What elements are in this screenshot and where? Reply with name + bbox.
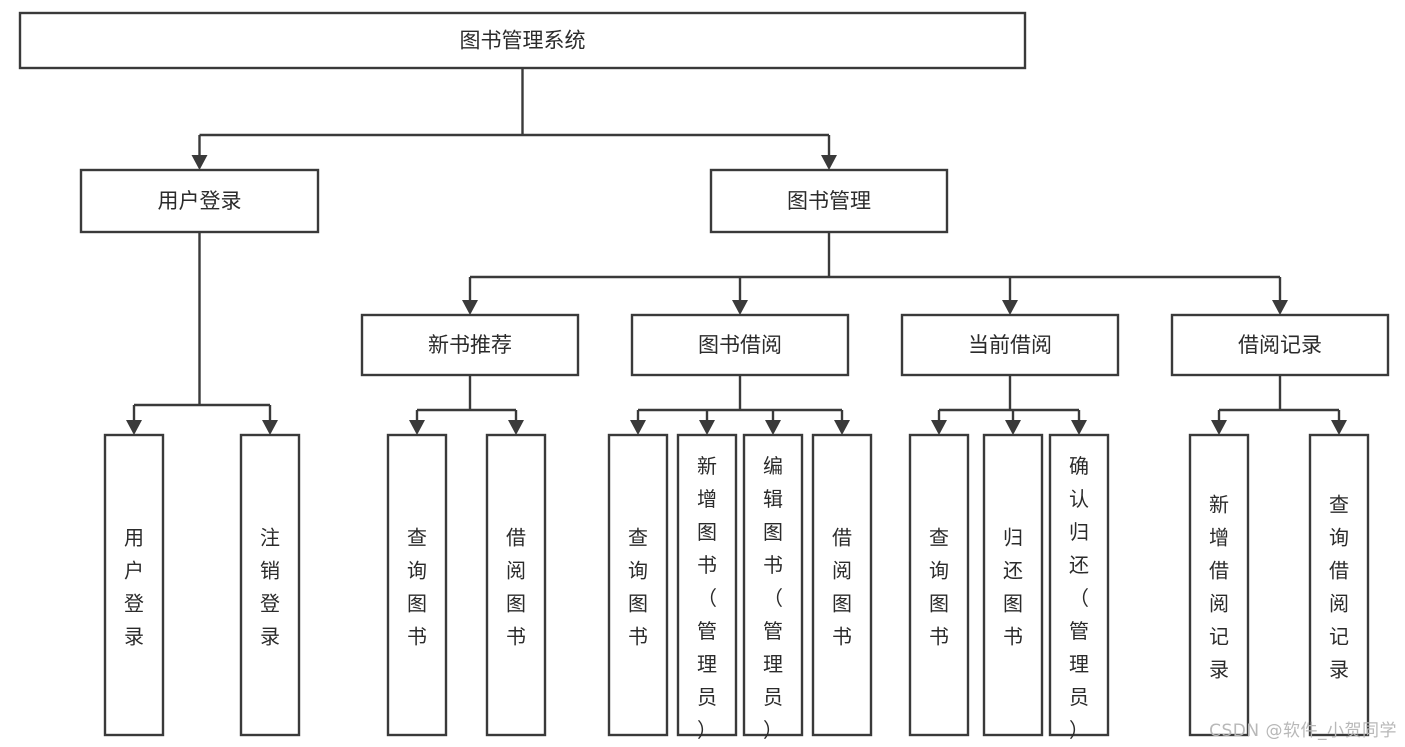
leaf-node-rect[interactable] <box>607 433 669 737</box>
arrow-head-icon <box>1272 300 1288 315</box>
arrow-head-icon <box>262 420 278 435</box>
leaf-node[interactable]: 查询图书 <box>607 433 669 737</box>
level3-node-label: 借阅记录 <box>1238 333 1322 357</box>
arrow-head-icon <box>1005 420 1021 435</box>
level2-node[interactable]: 用户登录 <box>79 168 320 234</box>
leaf-node[interactable]: 查询图书 <box>908 433 970 737</box>
leaf-node[interactable]: 查询图书 <box>386 433 448 737</box>
leaf-node-rect[interactable] <box>982 433 1044 737</box>
level3-node-label: 新书推荐 <box>428 333 512 357</box>
level3-node[interactable]: 借阅记录 <box>1170 313 1390 377</box>
connector-layer <box>126 68 1347 435</box>
leaf-node-label: 查询图书 <box>407 526 427 649</box>
level2-node-label: 用户登录 <box>158 189 242 213</box>
leaf-node[interactable]: 归还图书 <box>982 433 1044 737</box>
arrow-head-icon <box>821 155 837 170</box>
root-node-rect[interactable] <box>18 11 1027 70</box>
leaf-node[interactable]: 新增图书（管理员） <box>676 433 738 742</box>
leaf-node[interactable]: 借阅图书 <box>811 433 873 737</box>
leaf-node-label: 查询图书 <box>929 526 949 649</box>
leaf-node[interactable]: 注销登录 <box>239 433 301 737</box>
node-layer: 图书管理系统用户登录图书管理新书推荐图书借阅当前借阅借阅记录用户登录注销登录查询… <box>18 11 1390 742</box>
arrow-head-icon <box>508 420 524 435</box>
arrow-head-icon <box>1002 300 1018 315</box>
arrow-head-icon <box>1331 420 1347 435</box>
leaf-node-label: 借阅图书 <box>832 526 852 649</box>
root-node[interactable]: 图书管理系统 <box>18 11 1027 70</box>
leaf-node-label: 查询图书 <box>628 526 648 649</box>
level2-node[interactable]: 图书管理 <box>709 168 949 234</box>
level2-node-rect[interactable] <box>709 168 949 234</box>
leaf-node-label: 编辑图书（管理员） <box>763 454 783 742</box>
level3-node-label: 图书借阅 <box>698 333 782 357</box>
leaf-node-rect[interactable] <box>239 433 301 737</box>
leaf-node-label: 确认归还（管理员） <box>1069 454 1089 742</box>
arrow-head-icon <box>1211 420 1227 435</box>
arrow-head-icon <box>765 420 781 435</box>
leaf-node-label: 注销登录 <box>260 526 280 649</box>
leaf-node-rect[interactable] <box>908 433 970 737</box>
level3-node-label: 当前借阅 <box>968 333 1052 357</box>
leaf-node-rect[interactable] <box>485 433 547 737</box>
leaf-node-label: 新增图书（管理员） <box>697 454 717 742</box>
level2-node-rect[interactable] <box>79 168 320 234</box>
leaf-node[interactable]: 编辑图书（管理员） <box>742 433 804 742</box>
arrow-head-icon <box>931 420 947 435</box>
leaf-node-label: 新增借阅记录 <box>1209 493 1229 682</box>
arrow-head-icon <box>732 300 748 315</box>
leaf-node-rect[interactable] <box>811 433 873 737</box>
leaf-node-rect[interactable] <box>676 433 738 737</box>
leaf-node[interactable]: 用户登录 <box>103 433 165 737</box>
level3-node-rect[interactable] <box>630 313 850 377</box>
root-node-label: 图书管理系统 <box>460 29 586 53</box>
level3-node-rect[interactable] <box>1170 313 1390 377</box>
arrow-head-icon <box>126 420 142 435</box>
arrow-head-icon <box>834 420 850 435</box>
leaf-node-label: 用户登录 <box>124 526 144 649</box>
leaf-node-rect[interactable] <box>103 433 165 737</box>
leaf-node[interactable]: 新增借阅记录 <box>1188 433 1250 737</box>
leaf-node-label: 借阅图书 <box>506 526 526 649</box>
level3-node[interactable]: 当前借阅 <box>900 313 1120 377</box>
level3-node-rect[interactable] <box>360 313 580 377</box>
arrow-head-icon <box>409 420 425 435</box>
leaf-node-rect[interactable] <box>1308 433 1370 737</box>
level3-node-rect[interactable] <box>900 313 1120 377</box>
arrow-head-icon <box>1071 420 1087 435</box>
arrow-head-icon <box>699 420 715 435</box>
leaf-node[interactable]: 查询借阅记录 <box>1308 433 1370 737</box>
arrow-head-icon <box>462 300 478 315</box>
watermark-text: CSDN @软件_小贺同学 <box>1209 721 1397 741</box>
arrow-head-icon <box>630 420 646 435</box>
leaf-node-rect[interactable] <box>1048 433 1110 737</box>
level3-node[interactable]: 图书借阅 <box>630 313 850 377</box>
leaf-node-label: 查询借阅记录 <box>1329 493 1349 682</box>
leaf-node[interactable]: 确认归还（管理员） <box>1048 433 1110 742</box>
leaf-node-rect[interactable] <box>386 433 448 737</box>
level2-node-label: 图书管理 <box>787 189 871 213</box>
arrow-head-icon <box>191 155 208 170</box>
leaf-node[interactable]: 借阅图书 <box>485 433 547 737</box>
leaf-node-rect[interactable] <box>742 433 804 737</box>
leaf-node-label: 归还图书 <box>1003 526 1023 649</box>
leaf-node-rect[interactable] <box>1188 433 1250 737</box>
level3-node[interactable]: 新书推荐 <box>360 313 580 377</box>
